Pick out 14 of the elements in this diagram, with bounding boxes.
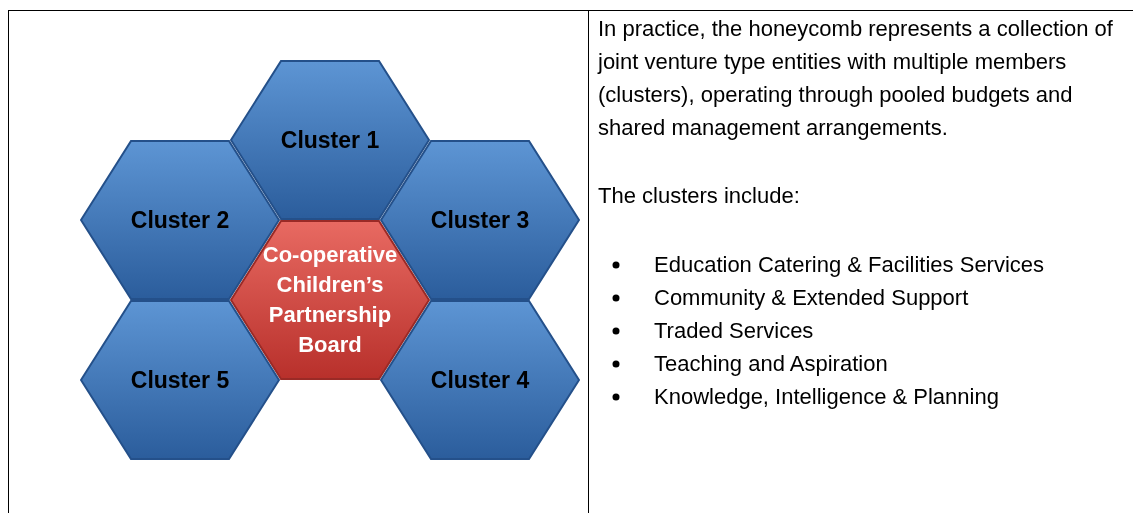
bullet-item: Education Catering & Facilities Services [654, 252, 1045, 277]
paragraph: The clusters include: [598, 182, 801, 210]
node-label: Cluster 2 [130, 206, 230, 235]
bullet-item: Traded Services [654, 318, 814, 343]
bullet-item: Knowledge, Intelligence & Planning [654, 384, 999, 409]
node-label: Cluster 3 [430, 206, 530, 235]
hexagon [230, 60, 430, 220]
bullet-item: Community & Extended Support [654, 285, 969, 310]
node-label: Co-operative Children’s Partnership Board [261, 241, 399, 359]
bullet-item: Teaching and Aspiration [654, 351, 888, 376]
node-label: Cluster 5 [130, 366, 230, 395]
node-label: Cluster 1 [280, 126, 380, 155]
paragraph: In practice, the honeycomb represents a collection of joint venture type entities with multiple members (clusters), operating through pooled budgets and shared management arrangements. [598, 15, 1114, 142]
node-label: Cluster 4 [430, 366, 530, 395]
